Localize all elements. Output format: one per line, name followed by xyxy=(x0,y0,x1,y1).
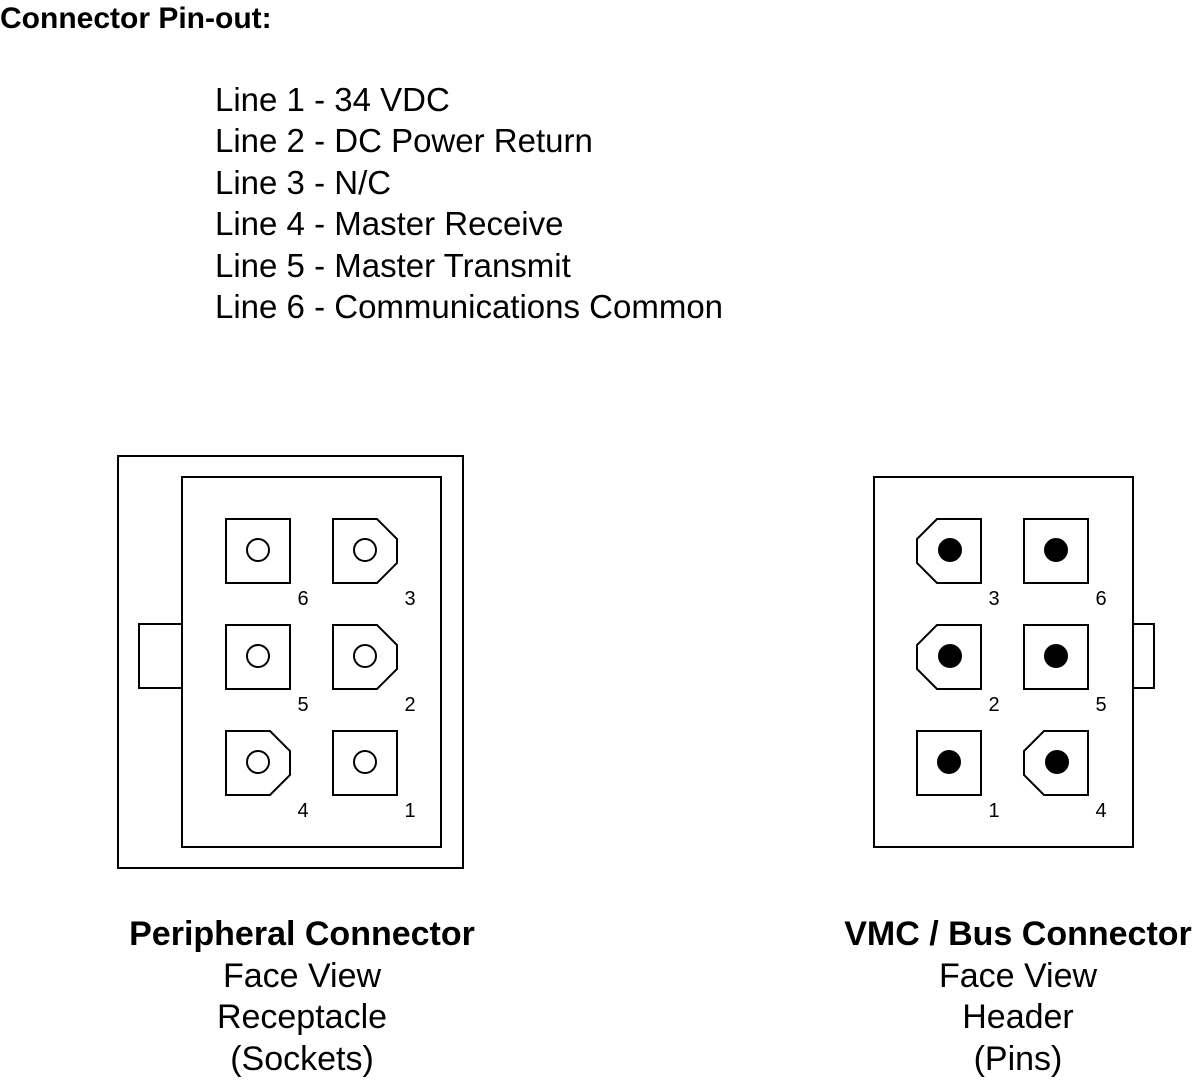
vmc-pin-1 xyxy=(937,750,961,774)
peripheral-latch-tab xyxy=(138,623,183,689)
vmc-pin-2 xyxy=(938,644,962,668)
peripheral-pin-label-5: 5 xyxy=(297,694,308,716)
peripheral-cavity-3 xyxy=(332,518,398,584)
vmc-pin-4 xyxy=(1045,750,1069,774)
pinout-line-5: Line 5 - Master Transmit xyxy=(215,246,571,284)
peripheral-socket-3 xyxy=(353,538,377,562)
page-title: Connector Pin-out: xyxy=(0,2,272,35)
peripheral-socket-4 xyxy=(246,750,270,774)
vmc-pin-label-2: 2 xyxy=(988,694,999,716)
vmc-pin-label-5: 5 xyxy=(1095,694,1106,716)
peripheral-cavity-1 xyxy=(332,730,398,796)
peripheral-cavity-5 xyxy=(225,624,291,690)
vmc-pin-5 xyxy=(1044,644,1068,668)
pinout-line-2: Line 2 - DC Power Return xyxy=(215,122,593,160)
peripheral-pin-label-4: 4 xyxy=(297,800,308,822)
vmc-cavity-5 xyxy=(1023,624,1089,690)
vmc-type: Header xyxy=(962,998,1074,1036)
vmc-housing xyxy=(873,476,1134,848)
pinout-line-3: Line 3 - N/C xyxy=(215,163,392,201)
vmc-contacts: (Pins) xyxy=(973,1039,1063,1078)
peripheral-pin-label-1: 1 xyxy=(404,800,415,822)
vmc-caption: VMC / Bus Connector Face View Header (Pi… xyxy=(808,914,1203,1080)
peripheral-socket-2 xyxy=(353,644,377,668)
vmc-pin-label-1: 1 xyxy=(988,800,999,822)
peripheral-socket-6 xyxy=(246,538,270,562)
vmc-pin-label-3: 3 xyxy=(988,588,999,610)
vmc-cavity-3 xyxy=(916,518,982,584)
peripheral-cavity-6 xyxy=(225,518,291,584)
peripheral-cavity-2 xyxy=(332,624,398,690)
peripheral-type: Receptacle xyxy=(216,998,388,1036)
pinout-list: Line 1 - 34 VDC Line 2 - DC Power Return… xyxy=(215,79,723,327)
pinout-line-6: Line 6 - Communications Common xyxy=(215,288,724,326)
vmc-cavity-1 xyxy=(916,730,982,796)
vmc-pin-label-4: 4 xyxy=(1095,800,1106,822)
peripheral-connector: 6 3 5 2 4 1 xyxy=(117,455,464,869)
vmc-view: Face View xyxy=(938,956,1098,995)
peripheral-caption: Peripheral Connector Face View Receptacl… xyxy=(92,914,512,1080)
peripheral-pin-label-2: 2 xyxy=(404,694,415,716)
vmc-name: VMC / Bus Connector xyxy=(844,915,1192,953)
peripheral-inner-housing xyxy=(181,476,442,848)
peripheral-contacts: (Sockets) xyxy=(230,1039,374,1078)
vmc-cavity-6 xyxy=(1023,518,1089,584)
pinout-line-4: Line 4 - Master Receive xyxy=(215,205,564,243)
vmc-cavity-4 xyxy=(1023,730,1089,796)
peripheral-socket-5 xyxy=(246,644,270,668)
vmc-connector: 3 6 2 5 1 4 xyxy=(873,476,1155,848)
peripheral-cavity-4 xyxy=(225,730,291,796)
peripheral-pin-label-3: 3 xyxy=(404,588,415,610)
vmc-latch-tab xyxy=(1132,623,1155,689)
peripheral-outer-housing xyxy=(117,455,464,869)
vmc-pin-label-6: 6 xyxy=(1095,588,1106,610)
vmc-pin-6 xyxy=(1044,538,1068,562)
peripheral-name: Peripheral Connector xyxy=(129,915,475,953)
peripheral-pin-label-6: 6 xyxy=(297,588,308,610)
vmc-cavity-2 xyxy=(916,624,982,690)
pinout-line-1: Line 1 - 34 VDC xyxy=(215,81,450,118)
peripheral-view: Face View xyxy=(222,956,382,995)
vmc-pin-3 xyxy=(938,538,962,562)
peripheral-socket-1 xyxy=(353,750,377,774)
